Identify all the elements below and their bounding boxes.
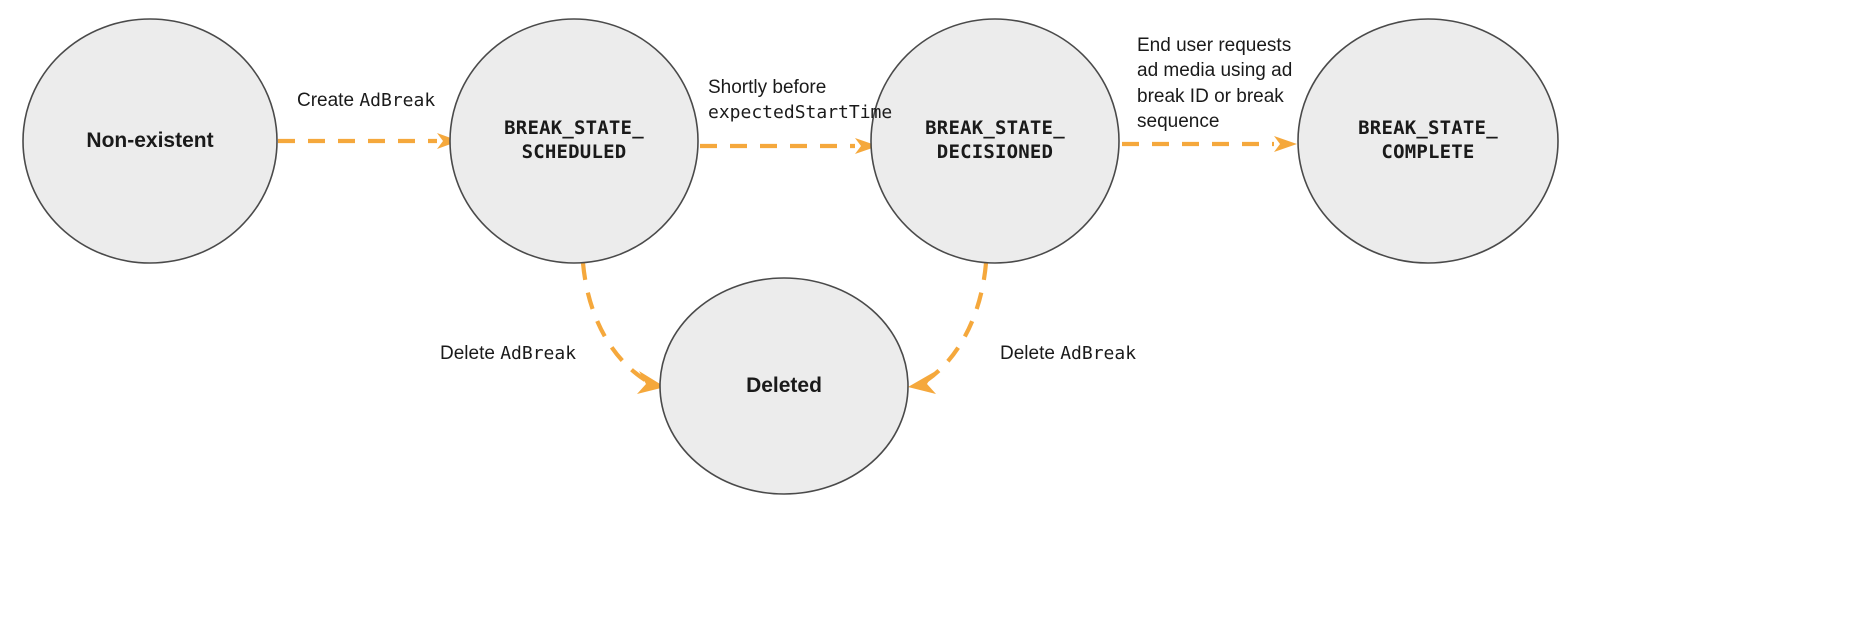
- arrowhead-icon: [855, 138, 878, 154]
- edge-end-user-requests-ad-media: [1122, 136, 1297, 152]
- state-node-break-state-scheduled[interactable]: [449, 18, 699, 264]
- edge-line-delete-adbreak-from-scheduled: [580, 262, 653, 386]
- state-node-break-state-complete[interactable]: [1297, 18, 1559, 264]
- edge-create-adbreak: [278, 133, 459, 149]
- edge-delete-adbreak-from-decisioned: [908, 262, 989, 394]
- arrowhead-icon: [437, 133, 459, 149]
- arrowhead-icon: [637, 371, 665, 394]
- state-node-break-state-decisioned[interactable]: [870, 18, 1120, 264]
- state-node-deleted[interactable]: [659, 277, 909, 495]
- edges-layer: [278, 133, 1297, 394]
- edge-shortly-before-expected-start-time: [700, 138, 878, 154]
- edge-line-delete-adbreak-from-decisioned: [919, 262, 989, 386]
- state-node-non-existent[interactable]: [22, 18, 278, 264]
- nodes-layer: [22, 18, 1559, 495]
- edge-delete-adbreak-from-scheduled: [580, 262, 665, 394]
- arrowhead-icon: [1274, 136, 1297, 152]
- arrowhead-icon: [908, 372, 936, 394]
